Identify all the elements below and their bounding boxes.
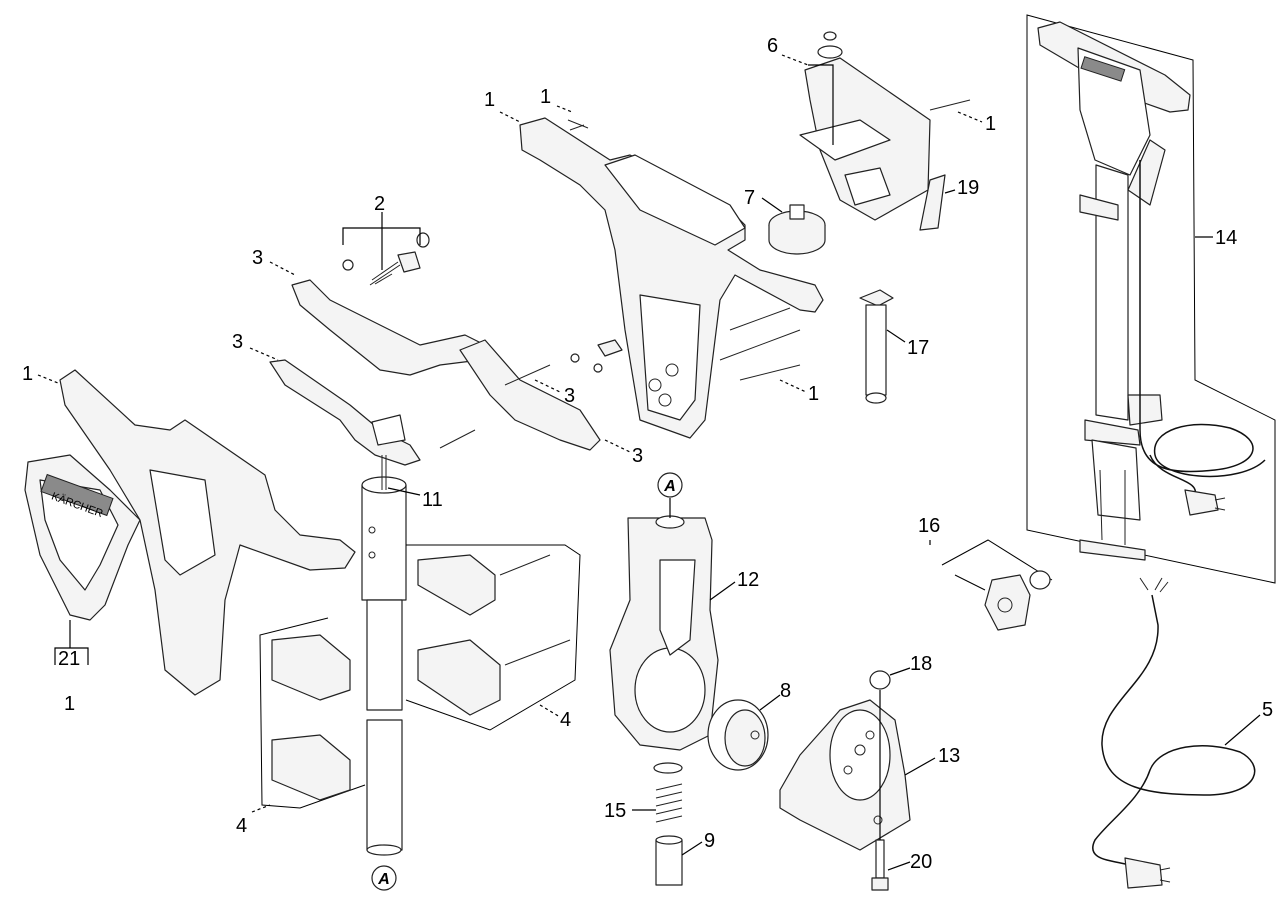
part-14-machine-assembly <box>1026 14 1276 584</box>
callout-4: 4 <box>236 815 247 837</box>
callout-18: 18 <box>910 653 932 675</box>
part-3-lever-upper <box>291 279 486 376</box>
part-1-handle-housing <box>519 117 824 439</box>
part-19-cap <box>919 174 946 231</box>
callout-9: 9 <box>704 830 715 852</box>
connector-a-bottom: A <box>371 865 397 891</box>
part-21-cover: KÄRCHER <box>24 454 141 621</box>
connector-a-top: A <box>657 472 683 498</box>
part-15-spring <box>653 762 683 823</box>
callout-3: 3 <box>632 445 643 467</box>
part-20-bolt <box>871 839 889 891</box>
part-1-lower-housing <box>59 369 356 696</box>
callout-3: 3 <box>232 331 243 353</box>
callout-4: 4 <box>560 709 571 731</box>
callout-2: 2 <box>374 193 385 215</box>
part-9-bushing <box>655 835 683 886</box>
callout-11: 11 <box>422 489 443 511</box>
callout-3: 3 <box>564 385 575 407</box>
part-3-lever-lower <box>459 339 601 451</box>
callout-5: 5 <box>1262 699 1273 721</box>
part-13-pivot-bracket <box>779 699 911 851</box>
callout-1: 1 <box>22 363 33 385</box>
callout-14: 14 <box>1215 227 1237 249</box>
part-4-clamp-set-right <box>405 544 581 731</box>
callout-16: 16 <box>918 515 940 537</box>
svg-text:A: A <box>377 871 390 888</box>
callout-labels: 1 1 1 1 1 1 2 3 3 3 3 4 4 5 6 7 8 9 11 1… <box>22 35 1273 873</box>
callout-21: 21 <box>58 648 80 670</box>
screws <box>439 99 971 449</box>
part-3-lever-middle <box>269 359 421 466</box>
part-18-cap-nut <box>869 670 891 690</box>
part-11-tube <box>361 455 407 856</box>
part-2-spring-set <box>342 232 430 286</box>
callout-7: 7 <box>744 187 755 209</box>
callout-12: 12 <box>737 569 759 591</box>
part-7-pulley <box>768 204 826 255</box>
callout-1: 1 <box>808 383 819 405</box>
part-12-arm <box>609 515 719 751</box>
callout-1: 1 <box>484 89 495 111</box>
part-17-shaft <box>859 289 894 404</box>
callout-3: 3 <box>252 247 263 269</box>
part-5-power-cable <box>1092 577 1256 889</box>
callout-19: 19 <box>957 177 979 199</box>
leader-lines <box>37 54 1261 871</box>
part-16-plug-holder <box>941 539 1053 631</box>
callout-13: 13 <box>938 745 960 767</box>
callout-1: 1 <box>985 113 996 135</box>
part-4-clamp-set-left <box>259 617 366 809</box>
svg-text:A: A <box>663 478 676 495</box>
callout-1: 1 <box>64 693 75 715</box>
part-6-upper-bracket <box>799 31 931 221</box>
callout-20: 20 <box>910 851 932 873</box>
callout-17: 17 <box>907 337 929 359</box>
callout-15: 15 <box>604 800 626 822</box>
part-8-knob <box>707 699 769 771</box>
callout-6: 6 <box>767 35 778 57</box>
callout-1: 1 <box>540 86 551 108</box>
callout-8: 8 <box>780 680 791 702</box>
